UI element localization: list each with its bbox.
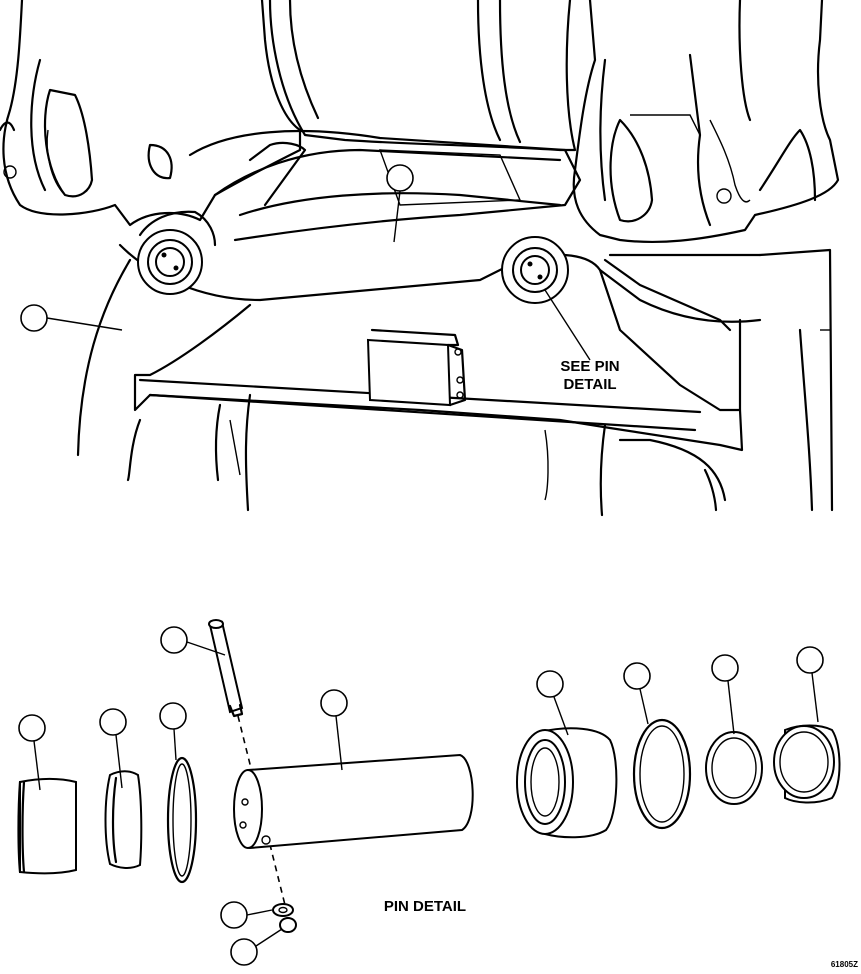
right-pin-boss: [501, 236, 569, 304]
main-pin: [233, 689, 474, 850]
see-pin-line2: DETAIL: [563, 376, 617, 393]
left-pin-boss: [137, 210, 217, 295]
washer-and-nut: [220, 901, 297, 966]
right-bushing: [773, 646, 841, 804]
snap-ring-right: [623, 662, 692, 830]
see-pin-detail-label: SEE PIN DETAIL: [520, 358, 660, 394]
upper-assembly: [0, 0, 840, 517]
pin-detail-title: PIN DETAIL: [383, 898, 467, 915]
right-boom-arm: [572, 0, 840, 244]
retaining-bolt: [160, 619, 286, 906]
valve-block: [366, 328, 467, 407]
callout-1: [386, 164, 414, 243]
cross-tube: [188, 129, 582, 242]
left-boom-arm: [2, 0, 302, 227]
see-pin-leader: [544, 289, 591, 361]
callout-2: [20, 304, 123, 332]
snap-ring-left: [159, 702, 198, 884]
seal-right: [705, 654, 763, 805]
see-pin-line1: SEE PIN: [560, 358, 620, 375]
seal-left: [99, 708, 143, 869]
pin-detail-exploded: [17, 619, 841, 966]
left-bushing: [17, 714, 77, 875]
drum-body: [268, 0, 577, 152]
spherical-bearing: [516, 670, 618, 839]
figure-id: 61805Z: [830, 960, 858, 969]
